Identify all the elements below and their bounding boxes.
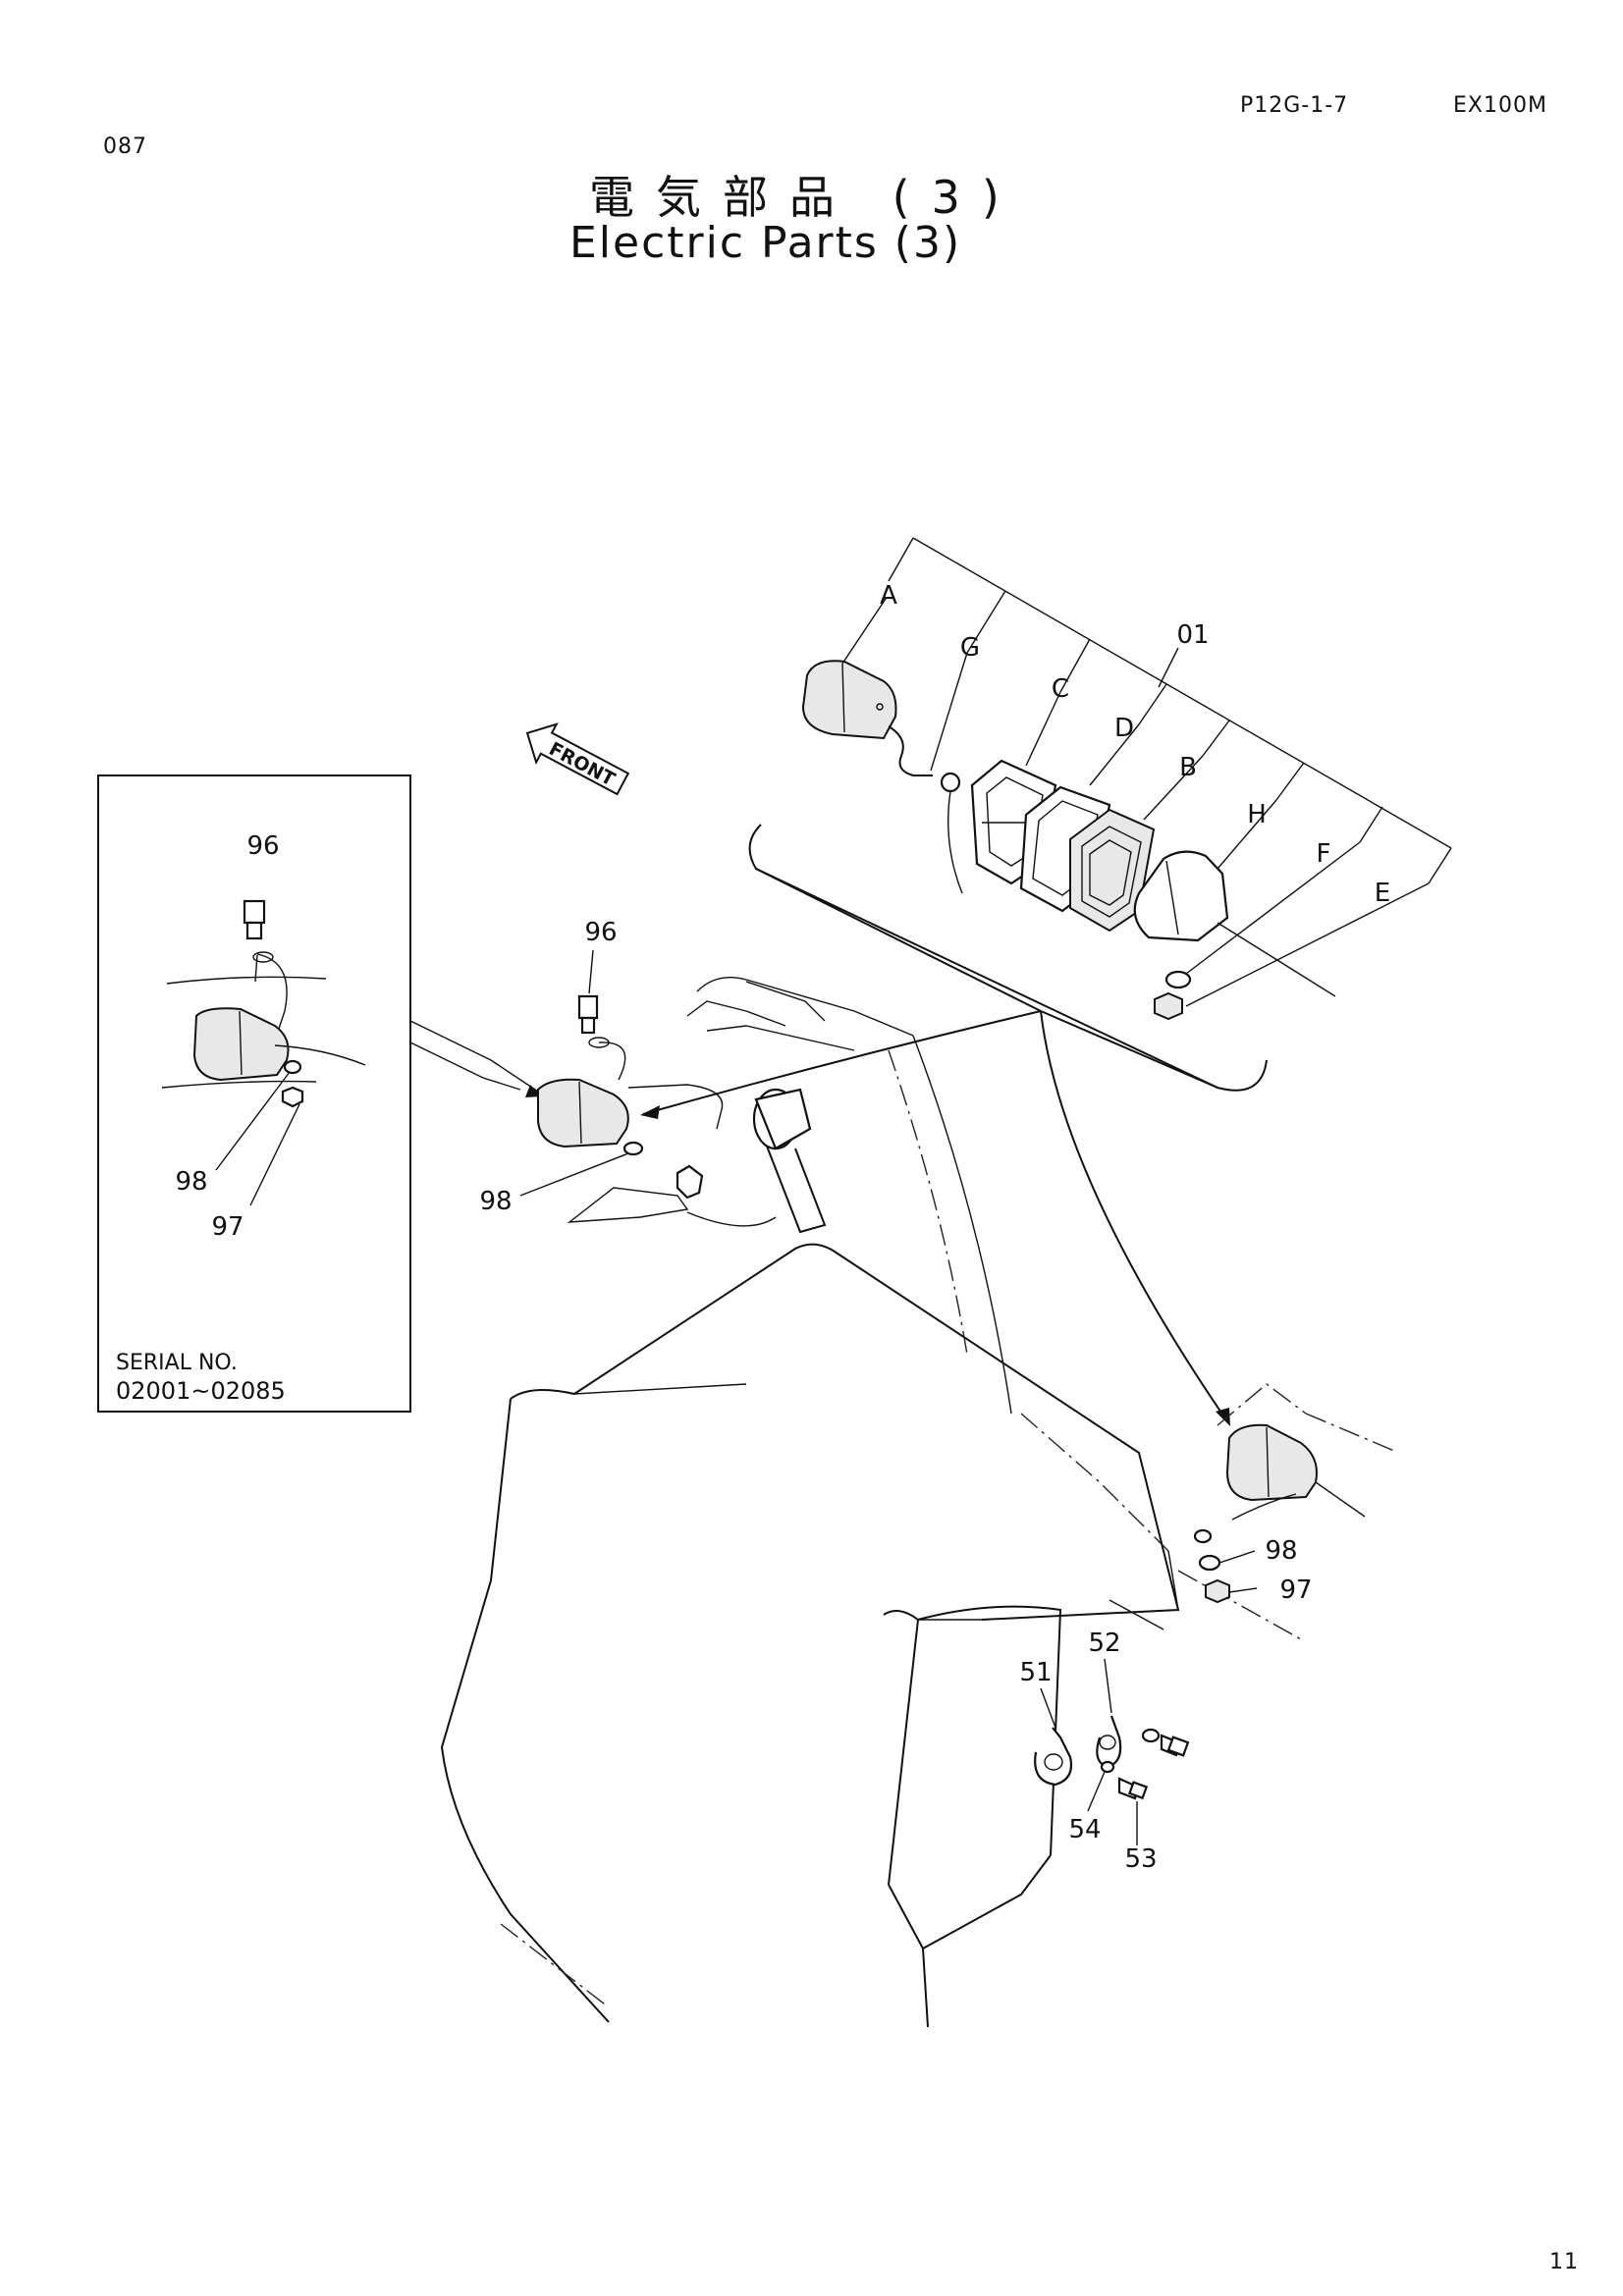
main-lamp-left: 96 98 (479, 918, 644, 1216)
serial-range: 02001~02085 (116, 1377, 286, 1405)
clamp-parts: 51 52 54 53 (1019, 1629, 1190, 1874)
callout-H: H (1247, 800, 1267, 829)
main-callout-98-right: 98 (1265, 1536, 1297, 1566)
sheet-number: 087 (103, 134, 147, 159)
front-arrow: FRONT (525, 722, 630, 796)
main-callout-96: 96 (584, 918, 617, 947)
callout-D: D (1114, 714, 1134, 743)
main-callout-97-right: 97 (1279, 1575, 1312, 1605)
part-G-wire (888, 725, 963, 894)
inset-work-lamp (192, 1007, 366, 1082)
svg-text:FRONT: FRONT (545, 738, 618, 791)
serial-label: SERIAL NO. (116, 1351, 238, 1375)
exploded-lamp-assembly: A G 01 C D B H F E (748, 537, 1452, 1092)
title-english: Electric Parts (3) (569, 218, 962, 268)
page-code: P12G-1-7 (1240, 93, 1349, 118)
callout-54: 54 (1068, 1815, 1101, 1844)
inset-box: 96 98 97 SERIAL NO. 02001~02085 (97, 774, 411, 1413)
callout-53: 53 (1124, 1844, 1157, 1874)
callout-C: C (1052, 674, 1069, 704)
inset-callout-96: 96 (246, 831, 279, 861)
main-callout-98-left: 98 (479, 1187, 512, 1216)
model-name: EX100M (1453, 93, 1547, 118)
inset-callout-98: 98 (175, 1167, 207, 1197)
callout-01: 01 (1176, 620, 1209, 650)
part-H-body (1133, 850, 1336, 997)
callout-G: G (960, 633, 980, 663)
inset-washer-98 (283, 1059, 302, 1075)
inset-bolt-96 (243, 899, 266, 940)
title-japanese: 電気部品 (3) (589, 171, 1021, 224)
part-A-housing (801, 660, 897, 740)
callout-A: A (880, 581, 897, 611)
inset-nut-97 (281, 1086, 304, 1108)
part-F-washer (1164, 970, 1192, 989)
inset-callout-97: 97 (211, 1212, 243, 1242)
callout-52: 52 (1088, 1629, 1120, 1658)
callout-B: B (1179, 753, 1197, 782)
main-lamp-right: 98 97 (1193, 1423, 1366, 1605)
callout-51: 51 (1019, 1658, 1052, 1687)
page-number: 11 (1549, 2250, 1579, 2274)
machine-body (440, 977, 1395, 2028)
part-E-nut (1154, 991, 1183, 1021)
callout-F: F (1317, 839, 1331, 869)
callout-E: E (1375, 879, 1390, 908)
